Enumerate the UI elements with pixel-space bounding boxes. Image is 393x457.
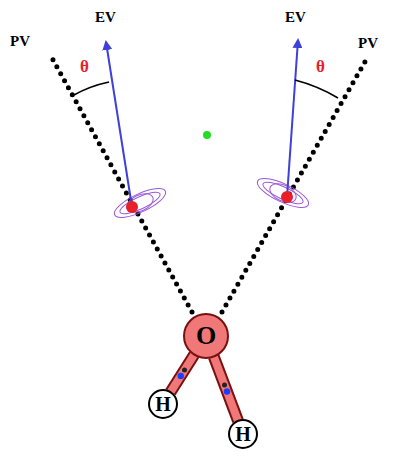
vector-label: PV	[10, 34, 30, 49]
centroid-dot	[126, 201, 138, 213]
angle-arc	[74, 82, 109, 95]
vector-label: EV	[285, 10, 306, 25]
oxygen-atom: O	[183, 313, 229, 359]
ev-arrow	[106, 42, 132, 207]
bond	[170, 355, 194, 393]
green-dot	[203, 131, 211, 139]
pv-line	[52, 58, 192, 312]
vector-label: PV	[358, 36, 378, 51]
atom-symbol: H	[155, 394, 171, 414]
vector-label: EV	[95, 10, 116, 25]
hydrogen-atom: H	[148, 389, 178, 419]
angle-label: θ	[316, 58, 325, 75]
hydrogen-atom: H	[228, 419, 258, 449]
bond	[214, 357, 238, 421]
centroid-dot	[281, 191, 293, 203]
atom-symbol: H	[235, 424, 251, 444]
lone-pair-mesh	[111, 173, 312, 223]
angle-arc	[295, 80, 338, 98]
ev-arrow	[287, 40, 298, 197]
atom-symbol: O	[196, 323, 216, 349]
angle-label: θ	[80, 58, 89, 75]
